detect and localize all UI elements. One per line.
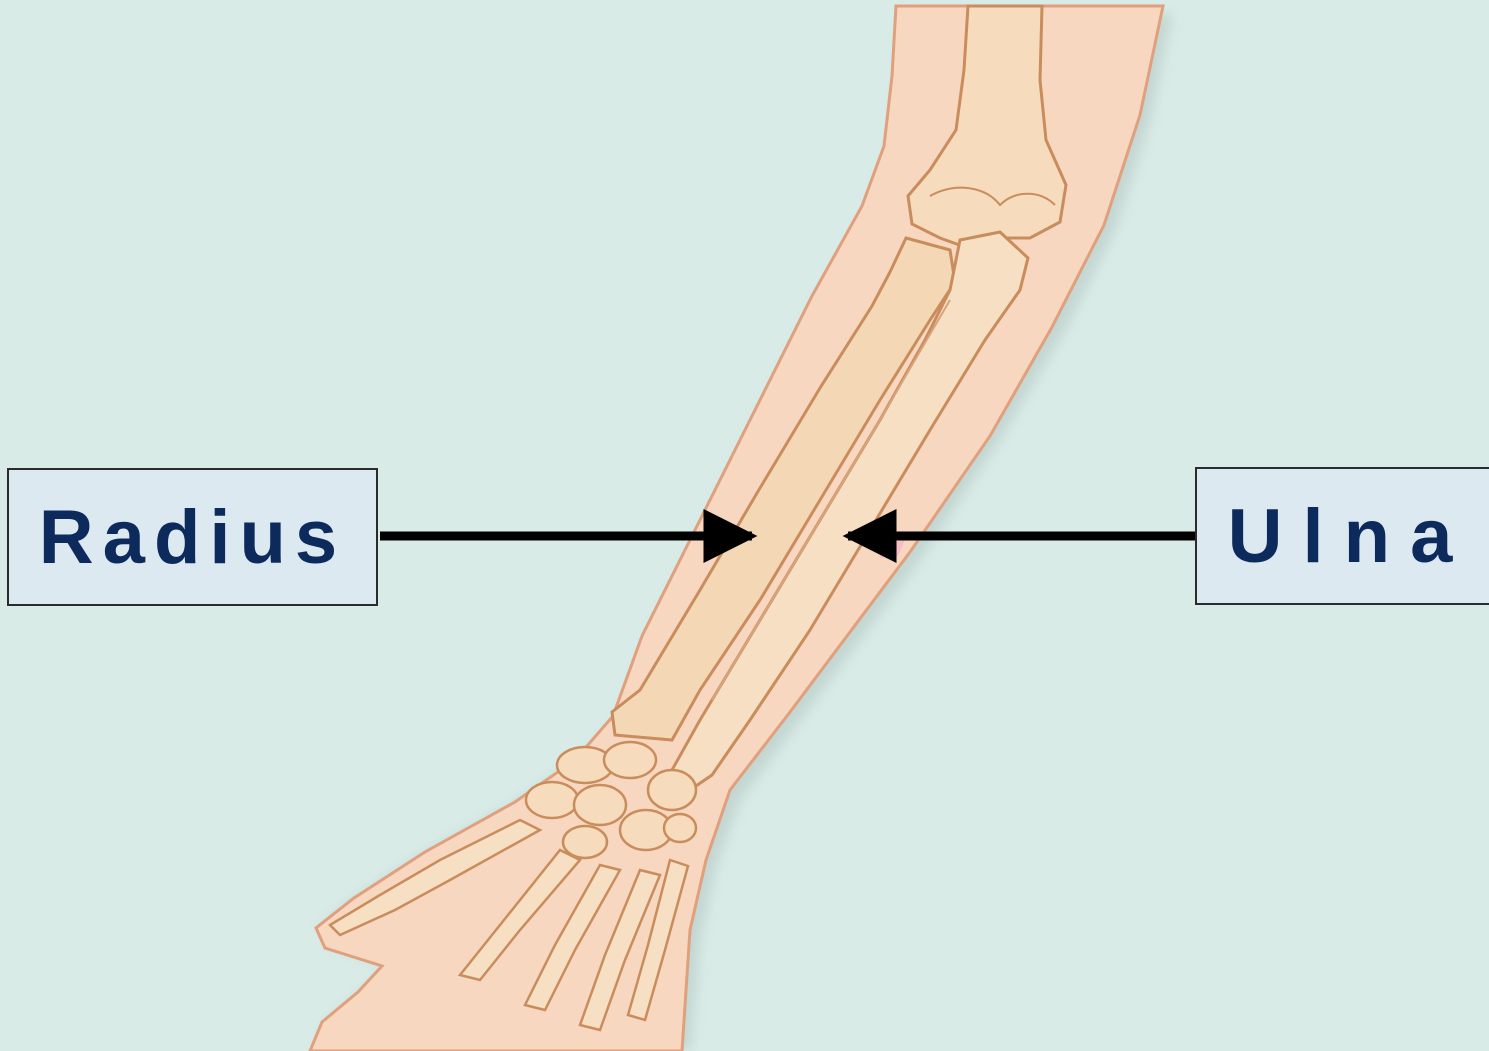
- ulna-label: Ulna: [1228, 493, 1473, 580]
- radius-label-box: Radius: [7, 468, 378, 606]
- radius-label: Radius: [39, 494, 346, 581]
- ulna-label-box: Ulna: [1195, 467, 1489, 605]
